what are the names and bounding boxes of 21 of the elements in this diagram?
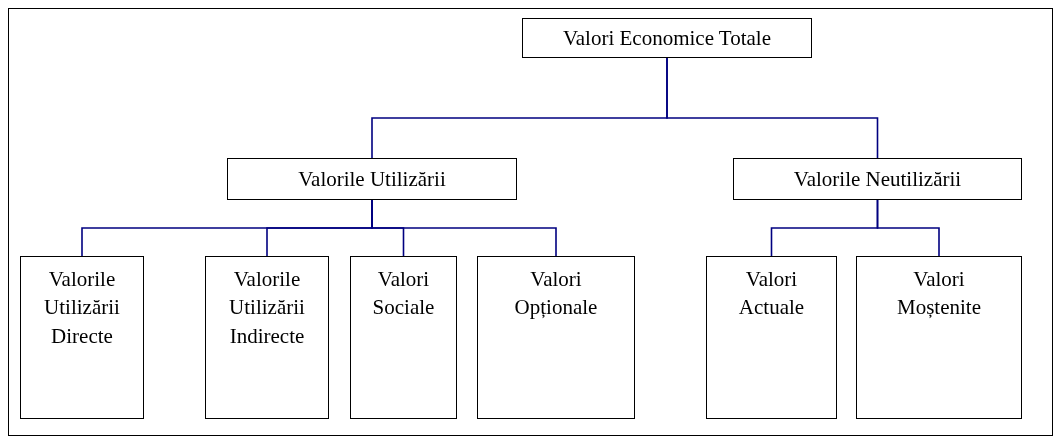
category-box: [205, 256, 329, 419]
category-box: [856, 256, 1022, 419]
category-label: Valori Moștenite: [896, 266, 982, 322]
category-label: Valori Actuale: [737, 266, 806, 322]
category-box: [20, 256, 144, 419]
category-box: [227, 158, 517, 200]
category-label: Valori Sociale: [371, 266, 436, 322]
connector-line: [666, 57, 879, 159]
category-box: [477, 256, 635, 419]
category-box: [733, 158, 1022, 200]
category-label: Valorile Utilizării Directe: [43, 266, 121, 350]
category-label: Valorile Utilizării Indirecte: [228, 266, 306, 350]
category-label: Valori Opționale: [513, 266, 599, 322]
category-label: Valorile Neutilizării: [792, 165, 963, 193]
category-label: Valorile Utilizării: [297, 165, 447, 193]
category-box: [522, 18, 812, 58]
connector-line: [876, 199, 940, 257]
category-box: [350, 256, 457, 419]
connector-line: [371, 199, 557, 257]
category-box: [706, 256, 837, 419]
category-label: Valori Economice Totale: [561, 24, 773, 52]
